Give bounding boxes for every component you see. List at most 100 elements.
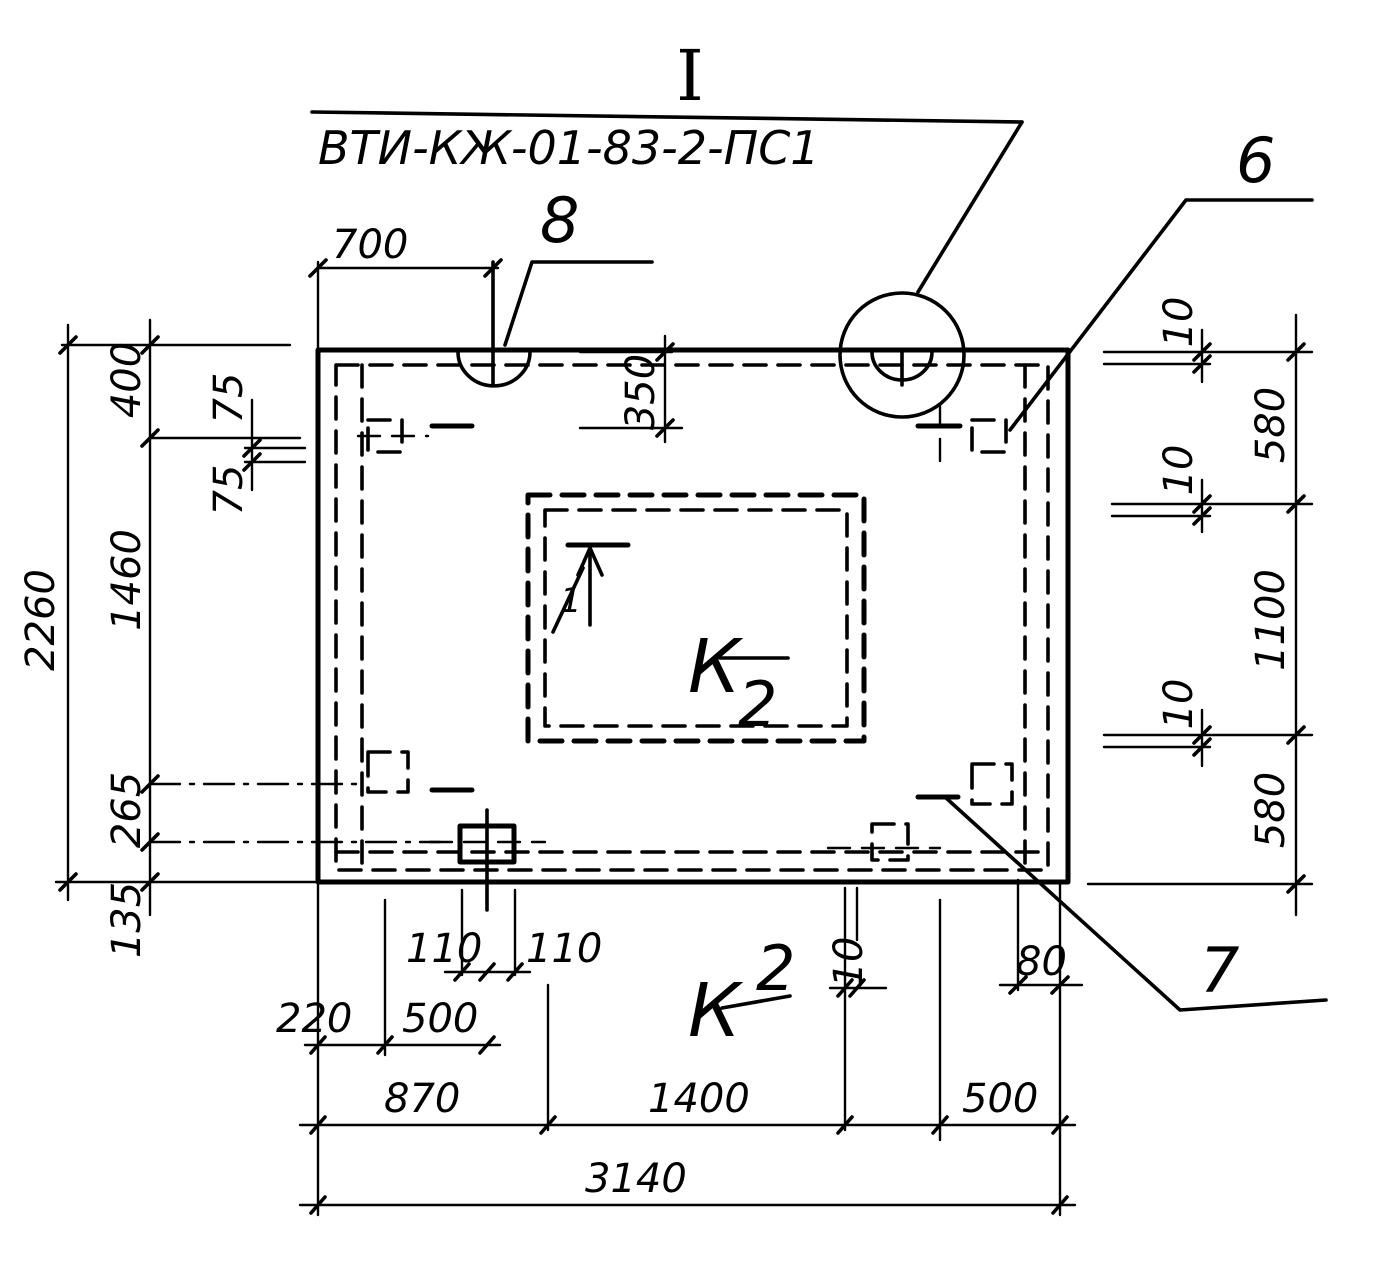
- dim-text: 700: [332, 222, 408, 268]
- opening-outer: [525, 492, 867, 744]
- tick: [308, 258, 328, 278]
- tick: [848, 978, 866, 998]
- dim-3140-text: 3140: [585, 1156, 687, 1202]
- callout-6-leader: [1008, 198, 1314, 432]
- tick: [836, 1115, 854, 1135]
- tick: [140, 832, 160, 852]
- dim-80-text: 80: [1016, 939, 1067, 985]
- tick: [1192, 494, 1212, 514]
- tick: [539, 1115, 557, 1135]
- dim-580a-text: 580: [1248, 387, 1294, 463]
- tick: [506, 962, 524, 982]
- arrow-head: [576, 546, 604, 577]
- opening-inner: [543, 508, 849, 728]
- dim-400-text: 400: [104, 342, 150, 418]
- dim-1400-text: 1400: [648, 1076, 750, 1122]
- slab: [315, 347, 1071, 885]
- detail-circle: [838, 291, 966, 419]
- tick: [478, 1035, 496, 1055]
- dim-500a-text: 500: [402, 996, 478, 1042]
- tick: [1008, 975, 1028, 995]
- inner-section-letter: К: [688, 624, 744, 710]
- tick: [836, 978, 854, 998]
- tick: [58, 872, 78, 892]
- embed-top-right: [970, 418, 1008, 454]
- dim-10-text: 10: [826, 937, 872, 988]
- dim-10c-text: 10: [1156, 679, 1202, 730]
- tick: [1286, 874, 1306, 894]
- outer-section-number: 2: [756, 932, 795, 1005]
- detail-leader-line: [916, 120, 1024, 294]
- dim-870-text: 870: [384, 1076, 460, 1122]
- slab-inner-contour: [334, 363, 1050, 872]
- tick: [242, 438, 262, 458]
- dim-2260-text: 2260: [18, 569, 64, 671]
- outer-section-mark: К 2: [688, 932, 795, 1054]
- embedded-parts: [356, 403, 1014, 912]
- dim-1100-text: 1100: [1248, 569, 1294, 671]
- dim-135-text: 135: [104, 882, 150, 958]
- dim-10a-text: 10: [1156, 297, 1202, 348]
- dim-1460-text: 1460: [104, 529, 150, 631]
- tick: [483, 258, 503, 278]
- bottom-dimensions: 110 110 10 80 220 500 870 1400 500 3140: [276, 878, 1084, 1217]
- tick: [140, 774, 160, 794]
- dim-220-text: 220: [276, 996, 352, 1042]
- tick: [242, 452, 262, 472]
- tick: [1192, 506, 1212, 526]
- tick: [1051, 1195, 1069, 1215]
- header-underline: [310, 110, 1024, 124]
- callout-6: 6: [1008, 124, 1314, 432]
- arrow-tail: [551, 566, 585, 634]
- tick: [655, 342, 675, 362]
- right-dimensions: 580 1100 580 10 10 10: [1086, 297, 1314, 917]
- embed-right-lower: [970, 762, 1014, 806]
- tick: [655, 418, 675, 438]
- tick: [1192, 725, 1212, 745]
- dim-110b-text: 110: [526, 926, 602, 972]
- tick: [140, 335, 160, 355]
- callout-7: 7: [943, 795, 1328, 1012]
- tick: [453, 962, 471, 982]
- left-dimensions: 2260 400 1460 265 135 75 75 350: [18, 318, 684, 958]
- tick: [1051, 1115, 1069, 1135]
- tick: [1192, 354, 1212, 374]
- dim-580b-text: 580: [1248, 772, 1294, 848]
- dim-75b-text: 75: [206, 465, 252, 516]
- tick: [376, 1035, 394, 1055]
- inner-section-number: 2: [738, 668, 777, 741]
- dim-265-text: 265: [104, 772, 150, 848]
- dim-500b-text: 500: [962, 1076, 1038, 1122]
- dim-75a-text: 75: [206, 373, 252, 424]
- outer-section-letter: К: [688, 968, 744, 1054]
- callout-8: 8: [456, 184, 654, 388]
- sheet-reference: ВТИ-КЖ-01-83-2-ПС1: [318, 121, 820, 175]
- tick: [140, 872, 160, 892]
- tick: [931, 1115, 949, 1135]
- arrow-mark-number: 1: [560, 581, 582, 621]
- dim-10b-text: 10: [1156, 445, 1202, 496]
- callout-7-number: 7: [1200, 934, 1239, 1007]
- tick: [1286, 342, 1306, 362]
- tick: [478, 962, 496, 982]
- central-opening: 1 К 2: [525, 492, 867, 744]
- tick: [1286, 725, 1306, 745]
- tick: [309, 1115, 327, 1135]
- detail-I-circle: [838, 291, 966, 419]
- tick: [309, 1195, 327, 1215]
- embed-left-middle: [366, 750, 410, 794]
- embed-bottom-right: [870, 822, 910, 862]
- callout-8-leader: [503, 260, 654, 347]
- view-header: I ВТИ-КЖ-01-83-2-ПС1: [310, 35, 1024, 294]
- callout-7-leader: [943, 795, 1328, 1012]
- tick: [1192, 342, 1212, 362]
- tick: [1192, 737, 1212, 757]
- callout-8-number: 8: [540, 184, 579, 257]
- tick: [1050, 975, 1070, 995]
- dim-110a-text: 110: [406, 926, 482, 972]
- slab-outline: [315, 347, 1071, 885]
- outer-section-arrow: [720, 994, 792, 1010]
- tick: [140, 428, 160, 448]
- tick: [58, 335, 78, 355]
